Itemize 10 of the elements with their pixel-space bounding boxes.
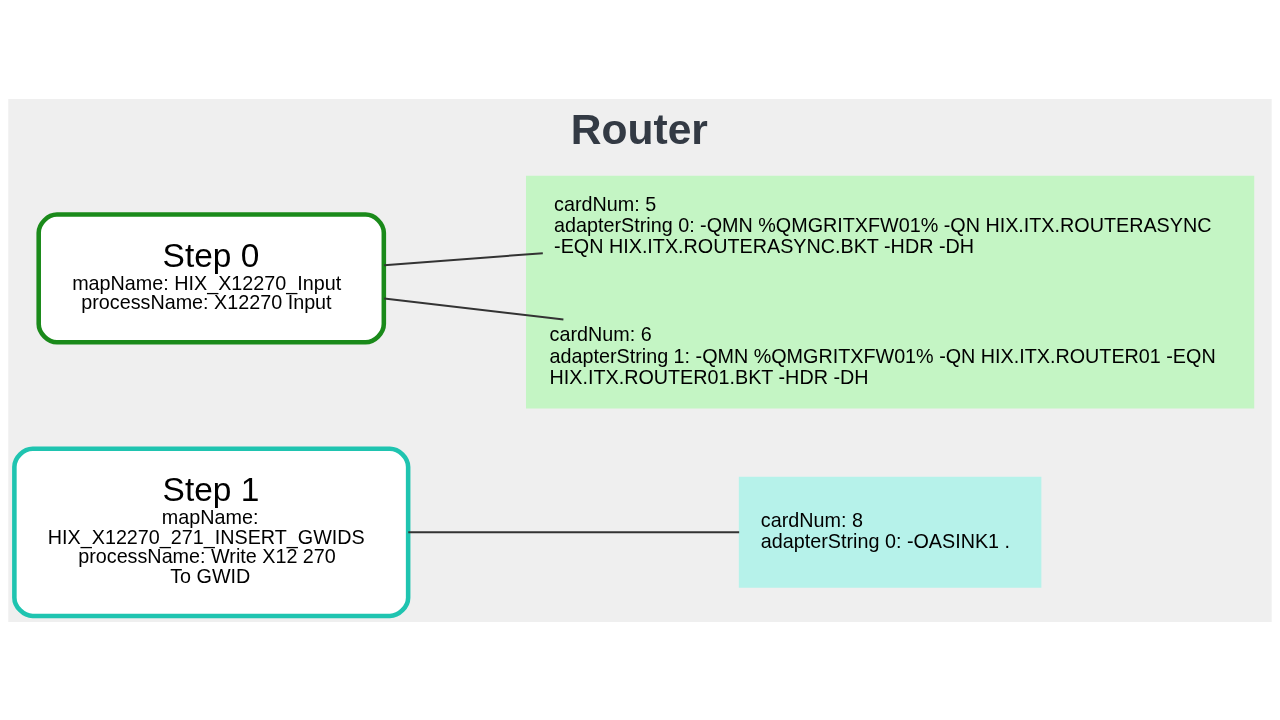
cluster [525,175,1255,408]
node-box: Step 0 mapName: HIX_X12270_Input processName: X12270 Input [36,211,387,345]
node-text: cardNum: 6 adapterString 1: -QMN %QMGRITXFW01% -QN HIX.ITX.ROUTER01 -EQN HIX.ITX.ROUTER01.BKT -HDR -DH [549,322,1216,388]
connector [383,251,544,266]
diagram-title: Router [570,104,708,153]
node-text: cardNum: 5 adapterString 0: -QMN %QMGRITXFW01% -QN HIX.ITX.ROUTERASYNC -EQN HIX.ITX.ROUTERASYNC.BKT -HDR -DH [554,192,1212,257]
node-box: Step 1 mapName: HIX_X12270_271_INSERT_GWIDS processName: Write X12 270 To GWID [12,445,411,618]
connector [383,296,565,320]
connector [407,530,741,533]
node-box: cardNum: 8 adapterString 0: -OASINK1 . [738,476,1042,588]
